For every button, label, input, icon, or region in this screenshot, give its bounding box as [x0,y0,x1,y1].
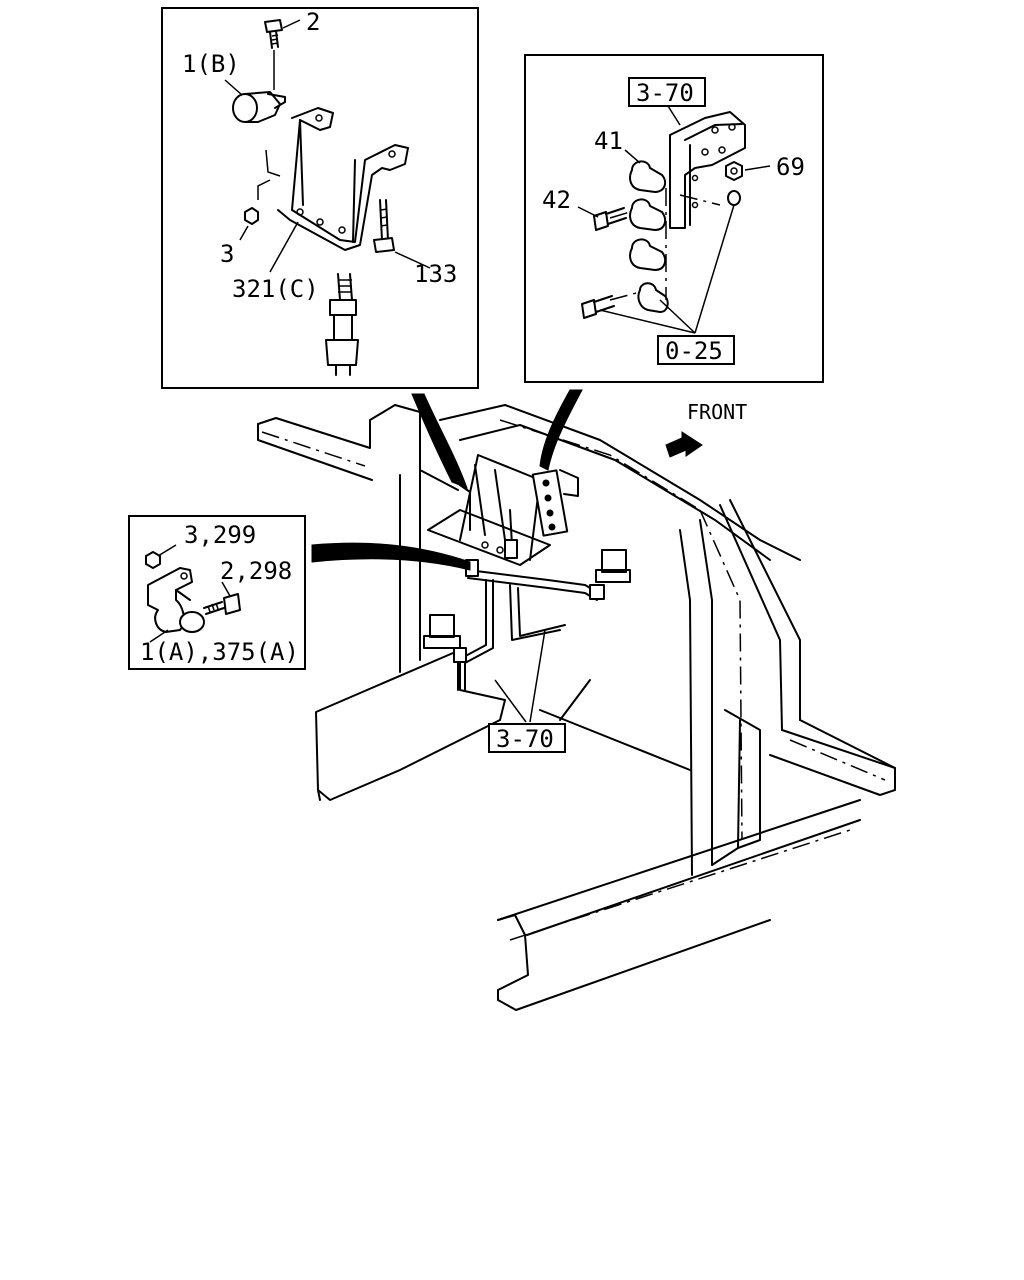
leader-3-70-main [494,629,546,723]
label-2-298: 2,298 [220,557,292,585]
label-1b: 1(B) [182,50,240,78]
label-2: 2 [306,8,320,36]
label-69: 69 [776,153,805,181]
callout-arrows [311,389,583,571]
main-bracket [423,454,631,691]
label-42: 42 [542,186,571,214]
label-3-299: 3,299 [184,521,256,549]
label-3: 3 [220,240,234,268]
label-321c: 321(C) [232,275,319,303]
tr-ref-0-25: 0-25 [665,337,723,365]
front-indicator: FRONT [665,400,747,458]
chassis-frame [257,404,896,1011]
main-ref-box: 3-70 [488,723,566,753]
detail-panel-top-left: 2 1(B) 3 321(C) 133 [161,7,479,389]
label-133: 133 [414,260,457,288]
label-41: 41 [594,127,623,155]
detail-panel-top-right: 3-70 4 [524,54,824,383]
front-arrow-icon [665,431,703,458]
label-1a-375a: 1(A),375(A) [140,638,299,666]
front-label: FRONT [687,400,747,424]
main-ref-3-70: 3-70 [496,725,554,753]
detail-panel-left: 3,299 2,298 1(A),375(A) [128,515,306,670]
tr-ref-3-70: 3-70 [636,79,694,107]
